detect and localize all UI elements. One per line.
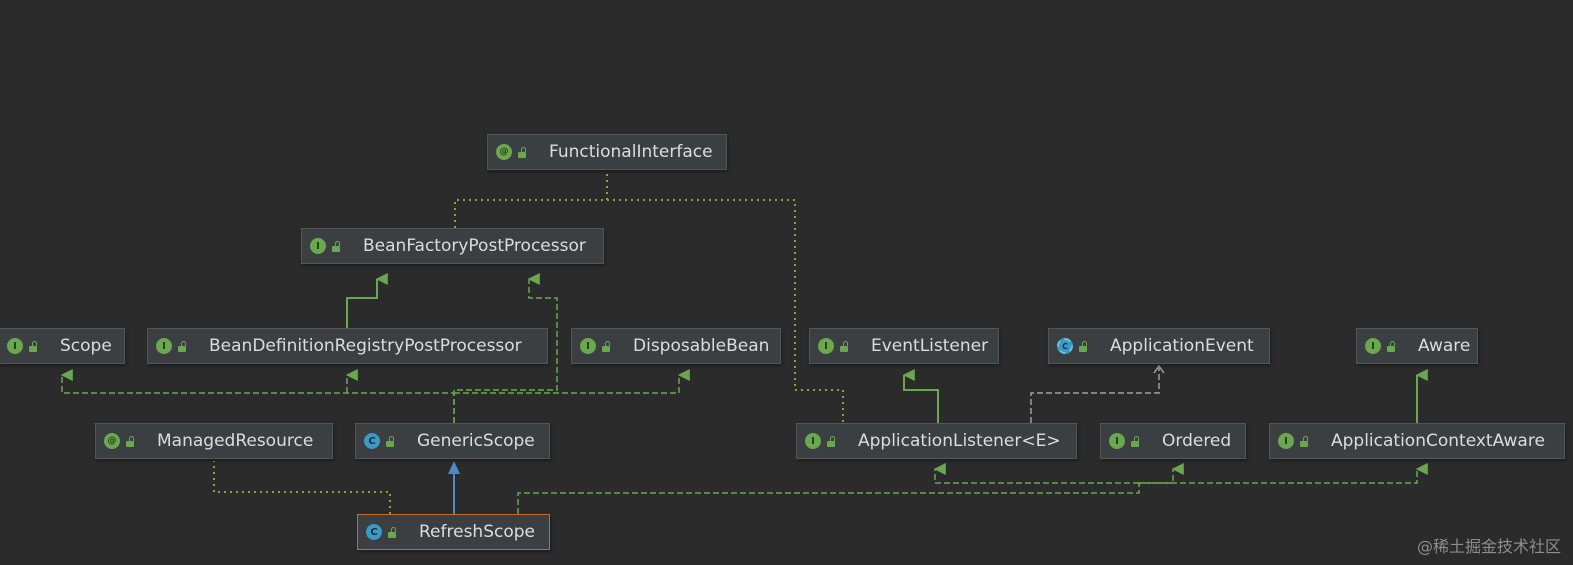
node-eventlistener[interactable]: I EventListener: [809, 328, 999, 364]
interface-icon: I: [818, 338, 834, 354]
node-label: EventListener: [871, 336, 989, 356]
abstract-class-icon: C: [1057, 338, 1073, 354]
lock-icon: [1130, 435, 1140, 447]
node-aware[interactable]: I Aware: [1356, 328, 1478, 364]
annotation-icon: @: [496, 144, 512, 160]
edge-applistener-functionalinterface: [607, 199, 844, 423]
lock-icon: [1299, 435, 1309, 447]
node-beanfactorypostprocessor[interactable]: I BeanFactoryPostProcessor: [301, 228, 604, 264]
node-label: ApplicationEvent: [1110, 336, 1254, 356]
watermark: @稀土掘金技术社区: [1416, 537, 1561, 556]
node-label: RefreshScope: [419, 522, 535, 542]
edge-refreshscope-applistener: [933, 463, 1139, 484]
lock-icon: [177, 340, 187, 352]
edge-refreshscope-trunk: [517, 463, 1428, 514]
lock-icon: [826, 435, 836, 447]
interface-icon: I: [156, 338, 172, 354]
node-ordered[interactable]: I Ordered: [1100, 423, 1246, 459]
interface-icon: I: [1365, 338, 1381, 354]
edge-applistener-eventlistener: [902, 369, 939, 423]
node-label: FunctionalInterface: [549, 142, 713, 162]
node-label: Scope: [60, 336, 112, 356]
interface-icon: I: [1278, 433, 1294, 449]
interface-icon: I: [1109, 433, 1125, 449]
node-label: Ordered: [1162, 431, 1232, 451]
node-beandefinitionregistrypostprocessor[interactable]: I BeanDefinitionRegistryPostProcessor: [147, 328, 548, 364]
node-scope[interactable]: I Scope: [0, 328, 125, 364]
node-refreshscope[interactable]: C RefreshScope: [357, 514, 550, 550]
node-managedresource[interactable]: @ ManagedResource: [95, 423, 333, 459]
edge-applistener-applicationevent: [1030, 368, 1160, 423]
interface-icon: I: [805, 433, 821, 449]
class-icon: C: [366, 524, 382, 540]
lock-icon: [601, 340, 611, 352]
node-label: ManagedResource: [157, 431, 314, 451]
interface-icon: I: [580, 338, 596, 354]
lock-icon: [331, 240, 341, 252]
node-disposablebean[interactable]: I DisposableBean: [571, 328, 781, 364]
lock-icon: [28, 340, 38, 352]
node-label: ApplicationContextAware: [1331, 431, 1545, 451]
interface-icon: I: [310, 238, 326, 254]
edge-refreshscope-managedresource: [213, 461, 391, 514]
node-label: BeanDefinitionRegistryPostProcessor: [209, 336, 522, 356]
edge-bfpp-functionalinterface: [454, 170, 608, 228]
edge-genericscope-disposablebean: [454, 369, 690, 394]
node-applicationlistener[interactable]: I ApplicationListener<E>: [796, 423, 1077, 459]
node-genericscope[interactable]: C GenericScope: [355, 423, 550, 459]
edge-refreshscope-ordered: [1139, 463, 1184, 484]
lock-icon: [385, 435, 395, 447]
edge-bdrpp-bfpp: [346, 273, 388, 328]
node-applicationcontextaware[interactable]: I ApplicationContextAware: [1269, 423, 1565, 459]
node-label: GenericScope: [417, 431, 535, 451]
lock-icon: [387, 526, 397, 538]
lock-icon: [1078, 340, 1088, 352]
lock-icon: [1386, 340, 1396, 352]
annotation-icon: @: [104, 433, 120, 449]
edge-genericscope-scope: [60, 369, 455, 423]
lock-icon: [517, 146, 527, 158]
node-label: DisposableBean: [633, 336, 770, 356]
lock-icon: [839, 340, 849, 352]
interface-icon: I: [7, 338, 23, 354]
node-label: Aware: [1418, 336, 1471, 356]
node-functionalinterface[interactable]: @ FunctionalInterface: [487, 134, 727, 170]
edge-applicationevent-arrowhead: [1153, 364, 1165, 374]
node-applicationevent[interactable]: C ApplicationEvent: [1048, 328, 1270, 364]
edge-refreshscope-genericscope-arrowhead: [448, 461, 460, 474]
node-label: BeanFactoryPostProcessor: [363, 236, 586, 256]
node-label: ApplicationListener<E>: [858, 431, 1061, 451]
class-icon: C: [364, 433, 380, 449]
lock-icon: [125, 435, 135, 447]
